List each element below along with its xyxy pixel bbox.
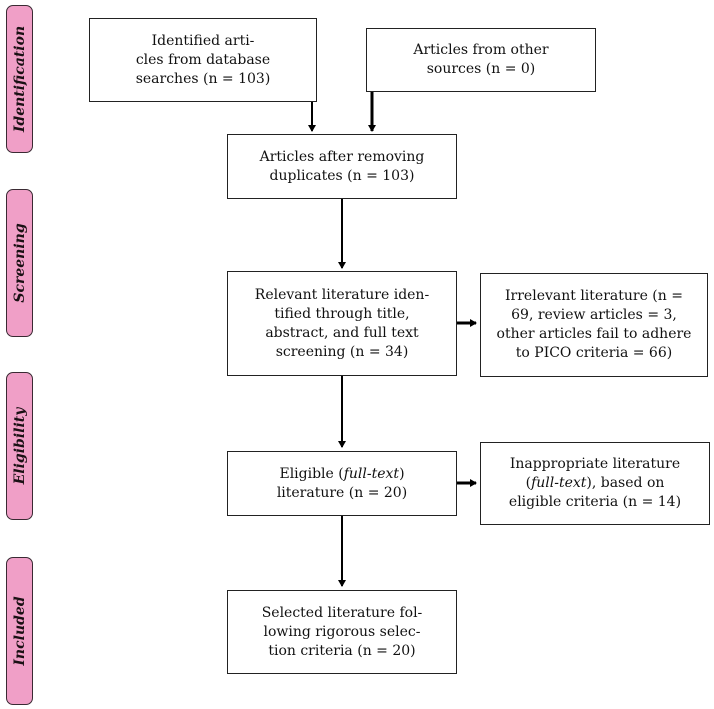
screened-line-3: abstract, and full text — [265, 324, 419, 341]
inappropriate-suffix: ), based on — [586, 475, 665, 491]
selected-line-1: Selected literature fol- — [261, 604, 423, 621]
eligible-line-1: Eligible (full-text) — [277, 465, 407, 484]
irrelevant-line-3: other articles fail to adhere — [496, 326, 692, 342]
other-line-1: Articles from other — [413, 42, 549, 58]
inappropriate-italic: full-text — [531, 475, 587, 491]
box-after-duplicates: Articles after removing duplicates (n = … — [227, 134, 457, 199]
phase-tab-eligibility: Eligibility — [6, 372, 33, 520]
phase-tab-included: Included — [6, 557, 33, 705]
selected-line-2: lowing rigorous selec- — [263, 623, 421, 640]
irrelevant-line-1: Irrelevant literature (n = — [505, 288, 683, 304]
inappropriate-line-1: Inappropriate literature — [509, 456, 681, 472]
box-irrelevant-literature: Irrelevant literature (n = 69, review ar… — [480, 273, 708, 377]
inappropriate-prefix: ( — [525, 475, 532, 491]
irrelevant-line-4: to PICO criteria = 66) — [515, 345, 673, 361]
eligible-suffix: ) — [399, 465, 405, 482]
box-other-sources: Articles from other sources (n = 0) — [366, 28, 596, 92]
dedup-line-1: Articles after removing — [259, 148, 425, 165]
screened-line-1: Relevant literature iden- — [254, 286, 430, 303]
db-line-2: cles from database — [135, 51, 271, 68]
inappropriate-line-2: (full-text), based on — [509, 474, 681, 493]
db-line-3: searches (n = 103) — [135, 70, 271, 87]
eligible-prefix: Eligible ( — [279, 465, 344, 482]
db-line-1: Identified arti- — [151, 32, 255, 49]
other-line-2: sources (n = 0) — [426, 61, 536, 77]
screened-line-2: tified through title, — [274, 305, 410, 322]
eligible-line-2: literature (n = 20) — [276, 484, 408, 501]
phase-tab-screening: Screening — [6, 189, 33, 337]
box-eligible-literature: Eligible (full-text) literature (n = 20) — [227, 451, 457, 516]
box-screened-literature: Relevant literature iden- tified through… — [227, 271, 457, 376]
box-selected-literature: Selected literature fol- lowing rigorous… — [227, 590, 457, 674]
screened-line-4: screening (n = 34) — [275, 343, 409, 360]
phase-tab-identification: Identification — [6, 5, 33, 153]
box-inappropriate-literature: Inappropriate literature (full-text), ba… — [480, 442, 710, 525]
dedup-line-2: duplicates (n = 103) — [269, 167, 415, 184]
irrelevant-line-2: 69, review articles = 3, — [511, 307, 677, 323]
inappropriate-line-3: eligible criteria (n = 14) — [508, 494, 682, 510]
eligible-italic: full-text — [343, 465, 400, 482]
box-database-searches: Identified arti- cles from database sear… — [89, 18, 317, 102]
selected-line-3: tion criteria (n = 20) — [268, 642, 416, 659]
